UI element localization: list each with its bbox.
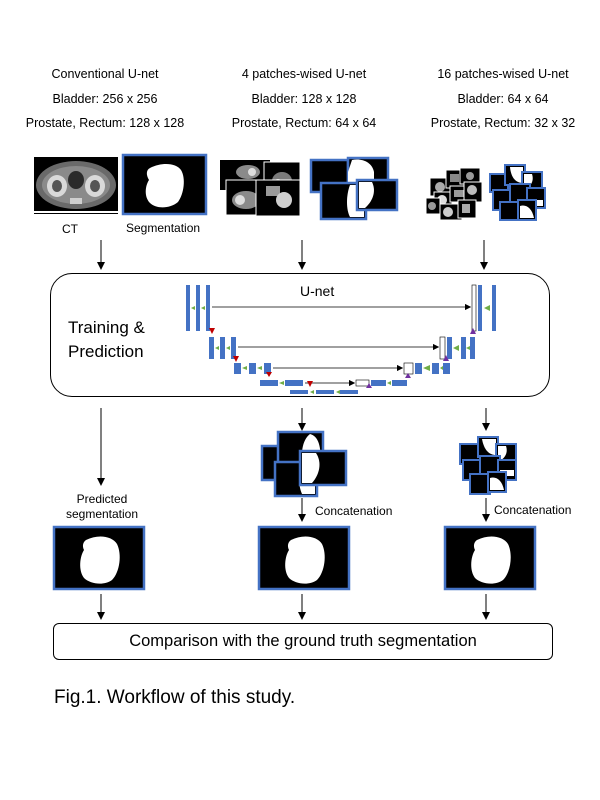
segmentation-patches-4: [309, 156, 399, 221]
predicted-line: Predicted: [76, 492, 128, 506]
training-prediction-box: [50, 273, 550, 397]
training-prediction-label: Training & Prediction: [68, 316, 145, 364]
ct-label: CT: [62, 222, 78, 236]
column-header-4-patch: 4 patches-wised U-net Bladder: 128 x 128…: [206, 62, 402, 136]
ct-image: [34, 157, 118, 214]
predicted-segmentation-conventional: [52, 525, 146, 591]
bladder-size: Bladder: 64 x 64: [457, 91, 549, 106]
prostate-rectum-size: Prostate, Rectum: 32 x 32: [430, 116, 576, 130]
prostate-rectum-size: Prostate, Rectum: 128 x 128: [25, 116, 185, 130]
column-title: 4 patches-wised U-net: [241, 67, 367, 81]
segmentation-label: Segmentation: [126, 221, 201, 235]
predicted-segmentation-4patch: [257, 525, 351, 591]
concatenation-label-16: Concatenation: [494, 503, 572, 517]
ct-patches-16: [425, 167, 483, 221]
column-title: Conventional U-net: [51, 67, 159, 81]
unet-label: U-net: [300, 283, 335, 299]
column-header-conventional: Conventional U-net Bladder: 256 x 256 Pr…: [10, 62, 200, 136]
predicted-segmentation-16patch: [443, 525, 537, 591]
segmentation-line: segmentation: [65, 507, 139, 521]
predicted-patches-4: [260, 430, 348, 498]
training-line: Training &: [68, 318, 145, 337]
prediction-line: Prediction: [68, 342, 144, 361]
predicted-segmentation-label: Predicted segmentation: [62, 492, 142, 522]
unet-architecture: [186, 284, 496, 394]
concatenation-label-4: Concatenation: [315, 504, 393, 518]
bladder-size: Bladder: 128 x 128: [251, 91, 357, 106]
figure-caption: Fig.1. Workflow of this study.: [54, 687, 296, 708]
predicted-patches-16: [459, 436, 517, 495]
prostate-rectum-size: Prostate, Rectum: 64 x 64: [231, 116, 377, 130]
bladder-size: Bladder: 256 x 256: [52, 91, 158, 106]
segmentation-patches-16: [489, 164, 546, 221]
comparison-box: Comparison with the ground truth segment…: [53, 623, 553, 660]
column-title: 16 patches-wised U-net: [437, 67, 569, 81]
ct-patches-4: [220, 160, 301, 217]
column-header-16-patch: 16 patches-wised U-net Bladder: 64 x 64 …: [408, 62, 598, 136]
segmentation-image: [121, 153, 208, 216]
